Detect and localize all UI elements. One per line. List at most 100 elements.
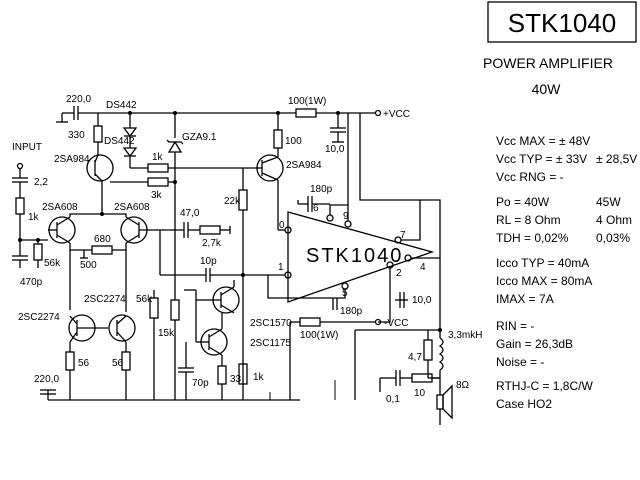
transistor-2sc2274-mid [108, 314, 136, 342]
label-r330: 330 [68, 130, 85, 141]
label-r10: 10 [414, 388, 426, 399]
spec-line: Noise = - [496, 355, 544, 369]
resistor-2-7k [199, 225, 221, 235]
spec-line: Icco MAX = 80mA [496, 274, 592, 288]
label-r2-7k: 2,7k [202, 238, 222, 249]
resistor-56-left [65, 351, 75, 371]
label-q2sc2274-left: 2SC2274 [18, 312, 60, 323]
spec-line: Gain = 26,3dB [496, 337, 573, 351]
spec-line: Vcc TYP = ± 33V [496, 152, 587, 166]
label-input: INPUT [12, 142, 42, 153]
label-c10p: 10p [200, 256, 217, 267]
resistor-3k [147, 177, 169, 187]
zener-gza9-1 [167, 140, 183, 153]
spec-alt: ± 28,5V [596, 152, 637, 166]
label-r3k: 3k [151, 190, 163, 201]
label-r4-7: 4,7 [408, 352, 422, 363]
chip-stk1040 [287, 211, 435, 303]
label-r500: 500 [80, 260, 97, 271]
resistor-100-1w-bot [299, 317, 321, 327]
label-c70p: 70p [192, 378, 209, 389]
label-q2sc1175: 2SC1175 [250, 338, 291, 349]
label-r1k-bot: 1k [253, 372, 265, 383]
label-c10-bot: 10,0 [412, 295, 432, 306]
chip-pin-6: 6 [313, 203, 319, 214]
spec-line: RL = 8 Ohm [496, 213, 561, 227]
label-r1k-top: 1k [152, 152, 164, 163]
resistor-100-1w-top [295, 108, 317, 118]
label-r56k-mid: 56k [136, 294, 153, 305]
resistor-56-right [121, 351, 131, 371]
label-ds442-a: DS442 [106, 100, 137, 111]
spec-line: Case HO2 [496, 397, 552, 411]
title-text: STK1040 [508, 8, 616, 38]
label-vcc-pos: +VCC [383, 109, 410, 120]
chip-pin-1: 1 [278, 262, 284, 273]
label-q2sa608-right: 2SA608 [114, 202, 150, 213]
label-l3-3: 3,3mkH [448, 330, 482, 341]
resistor-1k-bot [238, 363, 248, 385]
chip-pin-2: 2 [396, 268, 402, 279]
label-c180p-bot: 180p [340, 306, 363, 317]
input-terminal[interactable] [16, 162, 24, 170]
label-r56-left: 56 [78, 358, 90, 369]
label-r33: 33 [230, 374, 242, 385]
label-vcc-neg: -VCC [384, 318, 408, 329]
label-c220-top: 220,0 [66, 94, 91, 105]
spec-list: Vcc MAX = ± 48V Vcc TYP = ± 33V ± 28,5V … [496, 134, 637, 411]
transistor-2sa984-left [86, 154, 114, 182]
chip-pin-7: 7 [400, 230, 406, 241]
label-r56k-in: 56k [44, 258, 61, 269]
speaker-icon [436, 394, 444, 410]
chip-pin-4: 4 [420, 262, 426, 273]
label-gza: GZA9.1 [182, 132, 217, 143]
positive-rail [98, 108, 382, 143]
spec-line: RIN = - [496, 319, 534, 333]
label-c10-top: 10,0 [325, 144, 345, 155]
label-q2sa984-left: 2SA984 [54, 154, 90, 165]
label-ds442-b: DS442 [104, 136, 135, 147]
label-speaker: 8Ω [456, 380, 470, 391]
resistor-15k [170, 299, 180, 321]
label-r56-right: 56 [112, 358, 124, 369]
label-c0-1: 0,1 [386, 394, 400, 405]
label-c47: 47,0 [180, 208, 200, 219]
chip-pin-9: 9 [343, 211, 349, 222]
spec-line: IMAX = 7A [496, 292, 554, 306]
power-text: 40W [532, 81, 562, 97]
spec-alt: 4 Ohm [596, 213, 632, 227]
resistor-1k-in [15, 197, 25, 215]
chip-name: STK1040 [306, 245, 403, 267]
diode-ds442-b [122, 147, 138, 158]
resistor-22k [238, 189, 248, 211]
resistor-1k-top [147, 163, 169, 173]
subtitle-text: POWER AMPLIFIER [483, 55, 613, 71]
label-q2sc1570: 2SC1570 [250, 318, 292, 329]
resistor-56k-in [33, 243, 43, 261]
diode-ds442-a [122, 127, 138, 138]
spec-line: Vcc RNG = - [496, 170, 564, 184]
label-q2sc2274-mid: 2SC2274 [84, 294, 126, 305]
label-c220-bot: 220,0 [34, 374, 59, 385]
spec-line: Vcc MAX = ± 48V [496, 134, 590, 148]
label-q2sa984-right: 2SA984 [286, 160, 322, 171]
label-q2sa608-left: 2SA608 [42, 202, 78, 213]
resistor-680 [91, 245, 113, 255]
label-r15k: 15k [158, 328, 175, 339]
inductor-3-3mkh [438, 337, 444, 371]
label-c2-2: 2,2 [34, 177, 48, 188]
title-box [487, 1, 637, 43]
spec-line: Icco TYP = 40mA [496, 256, 589, 270]
label-r1k-in: 1k [28, 212, 40, 223]
label-r680: 680 [94, 234, 111, 245]
label-c180p-top: 180p [310, 184, 333, 195]
resistor-330 [93, 125, 103, 143]
label-r22k: 22k [224, 196, 241, 207]
label-c470p: 470p [20, 277, 43, 288]
resistor-4-7 [423, 339, 433, 361]
chip-pin-0: 0 [279, 220, 285, 231]
spec-alt: 45W [596, 195, 621, 209]
label-r100-1w-bot: 100(1W) [300, 330, 338, 341]
